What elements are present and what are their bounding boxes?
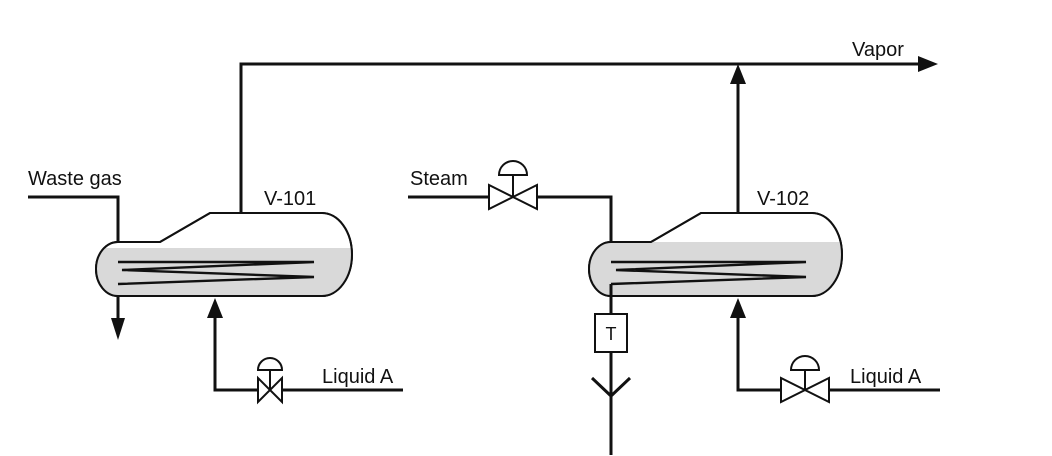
v101-liquid [96,248,352,296]
liquid-a-2-label: Liquid A [850,366,922,388]
steam-label: Steam [410,168,468,190]
condensate-line: T [590,284,632,455]
drain-funnel-icon [590,376,632,399]
v101-heating-coil [117,260,315,286]
liquid-a-feed-1: Liquid A [207,298,403,405]
liquid-a-feed-2: Liquid A [730,298,940,404]
vapor-line: Vapor [239,39,938,213]
liquid-a-1-arrow-icon [207,298,223,318]
vessel-v102: V-102 [588,188,843,297]
v102-vapor-riser [730,64,746,213]
vapor-arrow-icon [918,56,938,72]
liquid-a-1-label: Liquid A [322,366,394,388]
steam-trap[interactable]: T [594,313,628,353]
steam-line: Steam [408,160,613,262]
vapor-label: Vapor [852,39,904,61]
steam-trap-label: T [606,324,617,344]
steam-control-valve[interactable] [488,160,538,211]
vapor-riser-arrow-icon [730,64,746,84]
v101-label: V-101 [264,188,316,210]
v102-heating-coil [610,260,807,286]
waste-gas-out-arrow-icon [111,318,125,340]
liquid-a-2-arrow-icon [730,298,746,318]
liquid-a-1-control-valve[interactable] [256,357,284,405]
waste-gas-label: Waste gas [28,168,122,190]
v102-label: V-102 [757,188,809,210]
vessel-v101: V-101 [95,188,353,297]
liquid-a-2-control-valve[interactable] [780,355,830,404]
